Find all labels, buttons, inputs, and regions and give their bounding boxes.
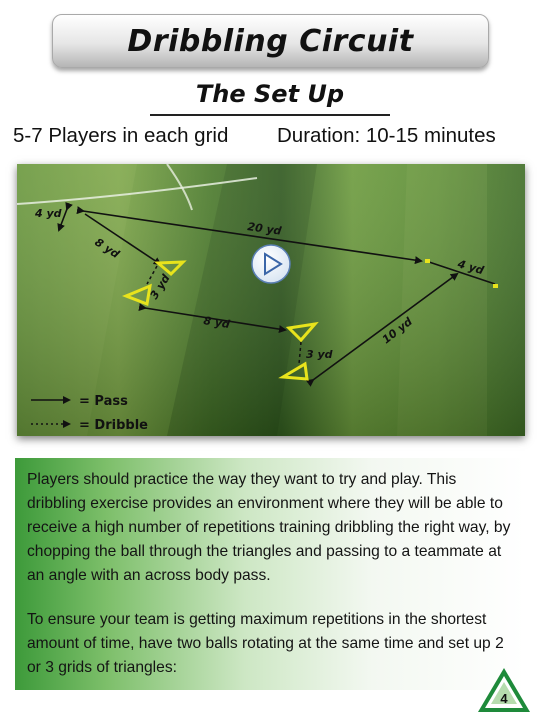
title-banner: Dribbling Circuit [52,14,489,68]
pass-arrow-left [84,213,162,266]
field-line [17,177,258,205]
measure-line-right [428,261,496,285]
triangle-logo-icon: 4 [474,664,534,716]
players-info: 5-7 Players in each grid [13,124,229,147]
cone-triangle [278,361,309,381]
play-icon[interactable] [251,244,291,284]
cone-triangle [154,260,187,277]
heading-underline [150,114,390,116]
description-paragraph-1: Players should practice the way they wan… [27,471,511,584]
drill-diagram: 4 yd 20 yd 4 yd 8 yd 3 yd 8 yd 3 yd 10 y… [17,164,525,436]
cone-marker [493,284,498,288]
description-paragraph-2: To ensure your team is getting maximum r… [27,611,504,676]
legend-pass-label: = Pass [79,394,128,409]
description-box: Players should practice the way they wan… [15,458,525,690]
measure-arrow-4yd [57,201,73,232]
section-heading: The Set Up [150,80,390,116]
setup-heading: The Set Up [195,80,345,108]
field-line [166,164,193,211]
cone-triangle [121,283,152,307]
legend-dribble-label: = Dribble [79,418,148,433]
duration-info: Duration: 10-15 minutes [277,124,496,147]
pass-arrow-right [305,272,459,387]
label-4yd-top: 4 yd [34,207,62,220]
cone-marker [425,259,430,263]
diagram-legend: = Pass = Dribble [31,394,148,433]
pass-arrow-top [76,206,423,265]
page-title: Dribbling Circuit [127,23,414,59]
label-20yd: 20 yd [247,220,283,238]
page-number: 4 [500,691,508,706]
cone-triangle [285,321,319,343]
label-3yd-lower: 3 yd [306,348,333,361]
pass-arrow-middle [138,303,287,334]
label-8yd-middle: 8 yd [203,314,231,331]
dribble-line [298,341,302,365]
